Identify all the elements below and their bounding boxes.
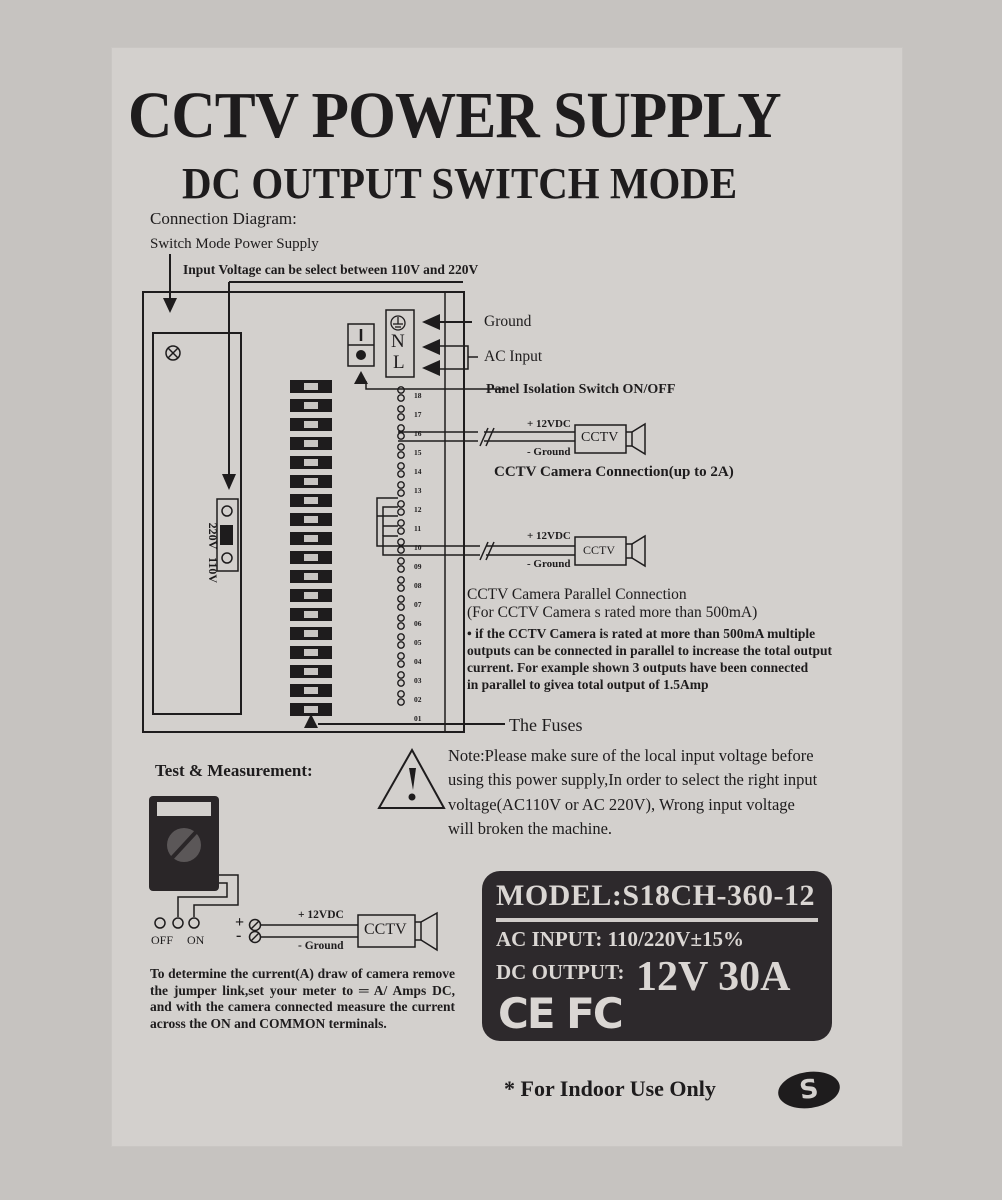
single-camera-label: CCTV — [581, 430, 619, 445]
parallel-note-line: in parallel to givea total output of 1.5… — [467, 677, 709, 692]
off-label: OFF — [151, 933, 174, 947]
svg-text:17: 17 — [414, 410, 422, 419]
svg-text:03: 03 — [414, 676, 422, 685]
parallel-subcaption: (For CCTV Camera s rated more than 500mA… — [467, 604, 758, 621]
voltage-220-label: 220V — [206, 523, 220, 550]
model-number: MODEL:S18CH-360-12 — [496, 879, 815, 912]
single-camera-caption: CCTV Camera Connection(up to 2A) — [494, 464, 734, 480]
svg-text:18: 18 — [414, 391, 422, 400]
test-positive-label: + 12VDC — [298, 909, 344, 921]
parallel-caption: CCTV Camera Parallel Connection — [467, 586, 687, 603]
warning-note-line: using this power supply,In order to sele… — [448, 770, 818, 789]
voltage-selector-switch — [216, 498, 239, 572]
svg-text:13: 13 — [414, 486, 422, 495]
ground-callout: Ground — [484, 313, 532, 330]
parallel-negative-label: - Ground — [527, 558, 571, 570]
multimeter-icon — [149, 796, 219, 891]
page-title: CCTV POWER SUPPLY — [128, 79, 782, 152]
fuse-column — [290, 380, 332, 716]
rating-plate: MODEL:S18CH-360-12 AC INPUT: 110/220V±15… — [482, 871, 832, 1041]
on-label: ON — [187, 933, 205, 947]
svg-text:15: 15 — [414, 448, 422, 457]
isolation-switch-callout: Panel Isolation Switch ON/OFF — [486, 382, 676, 397]
svg-text:14: 14 — [414, 467, 422, 476]
svg-text:01: 01 — [414, 714, 422, 723]
indoor-use-notice: * For Indoor Use Only — [504, 1076, 716, 1101]
ce-fcc-certification-icon: CE FC — [498, 989, 624, 1038]
ac-input-rating: AC INPUT: 110/220V±15% — [496, 927, 744, 951]
parallel-note-line: current. For example shown 3 outputs hav… — [467, 660, 809, 675]
dc-output-label: DC OUTPUT: — [496, 960, 625, 984]
isolation-switch — [347, 323, 375, 367]
svg-text:09: 09 — [414, 562, 422, 571]
minus-sign: - — [236, 927, 242, 944]
indicator-lamp-icon — [165, 345, 181, 361]
warning-triangle-icon — [377, 747, 446, 809]
parallel-positive-label: + 12VDC — [527, 530, 571, 542]
output-numbers: 18 17 16 15 14 13 12 11 10 09 08 07 06 05 04 03 02 0… — [414, 391, 422, 723]
dc-output-value: 12V 30A — [636, 954, 791, 1000]
page-subtitle: DC OUTPUT SWITCH MODE — [182, 159, 738, 208]
svg-text:16: 16 — [414, 429, 422, 438]
svg-text:06: 06 — [414, 619, 422, 628]
svg-text:12: 12 — [414, 505, 422, 514]
single-negative-label: - Ground — [527, 446, 571, 458]
plus-sign: + — [235, 914, 245, 931]
svg-text:08: 08 — [414, 581, 422, 590]
svg-text:02: 02 — [414, 695, 422, 704]
test-negative-label: - Ground — [298, 940, 344, 952]
test-camera-label: CCTV — [364, 921, 407, 938]
voltage-110-label: 110V — [206, 557, 220, 583]
parallel-note-line: • if the CCTV Camera is rated at more th… — [467, 626, 816, 641]
svg-text:05: 05 — [414, 638, 422, 647]
plate-divider — [496, 918, 818, 922]
svg-text:04: 04 — [414, 657, 422, 666]
warning-note-line: voltage(AC110V or AC 220V), Wrong input … — [448, 795, 795, 814]
parallel-note-line: outputs can be connected in parallel to … — [467, 643, 832, 658]
test-heading: Test & Measurement: — [155, 761, 313, 780]
svg-text:07: 07 — [414, 600, 422, 609]
connection-diagram-heading: Connection Diagram: — [150, 209, 297, 228]
live-label: L — [393, 352, 405, 373]
warning-note-line: Note:Please make sure of the local input… — [448, 746, 814, 765]
output-terminals — [397, 386, 405, 706]
single-positive-label: + 12VDC — [527, 418, 571, 430]
parallel-camera-label: CCTV — [583, 543, 616, 557]
ac-input-callout: AC Input — [484, 348, 543, 365]
neutral-label: N — [391, 331, 405, 352]
input-voltage-note: Input Voltage can be select between 110V… — [183, 262, 479, 277]
fuses-callout: The Fuses — [509, 715, 583, 735]
svg-text:10: 10 — [414, 543, 422, 552]
svg-text:11: 11 — [414, 524, 421, 533]
psu-label: Switch Mode Power Supply — [150, 236, 319, 252]
warning-note-line: will broken the machine. — [448, 819, 613, 838]
test-instructions: To determine the current(A) draw of came… — [150, 966, 455, 1031]
